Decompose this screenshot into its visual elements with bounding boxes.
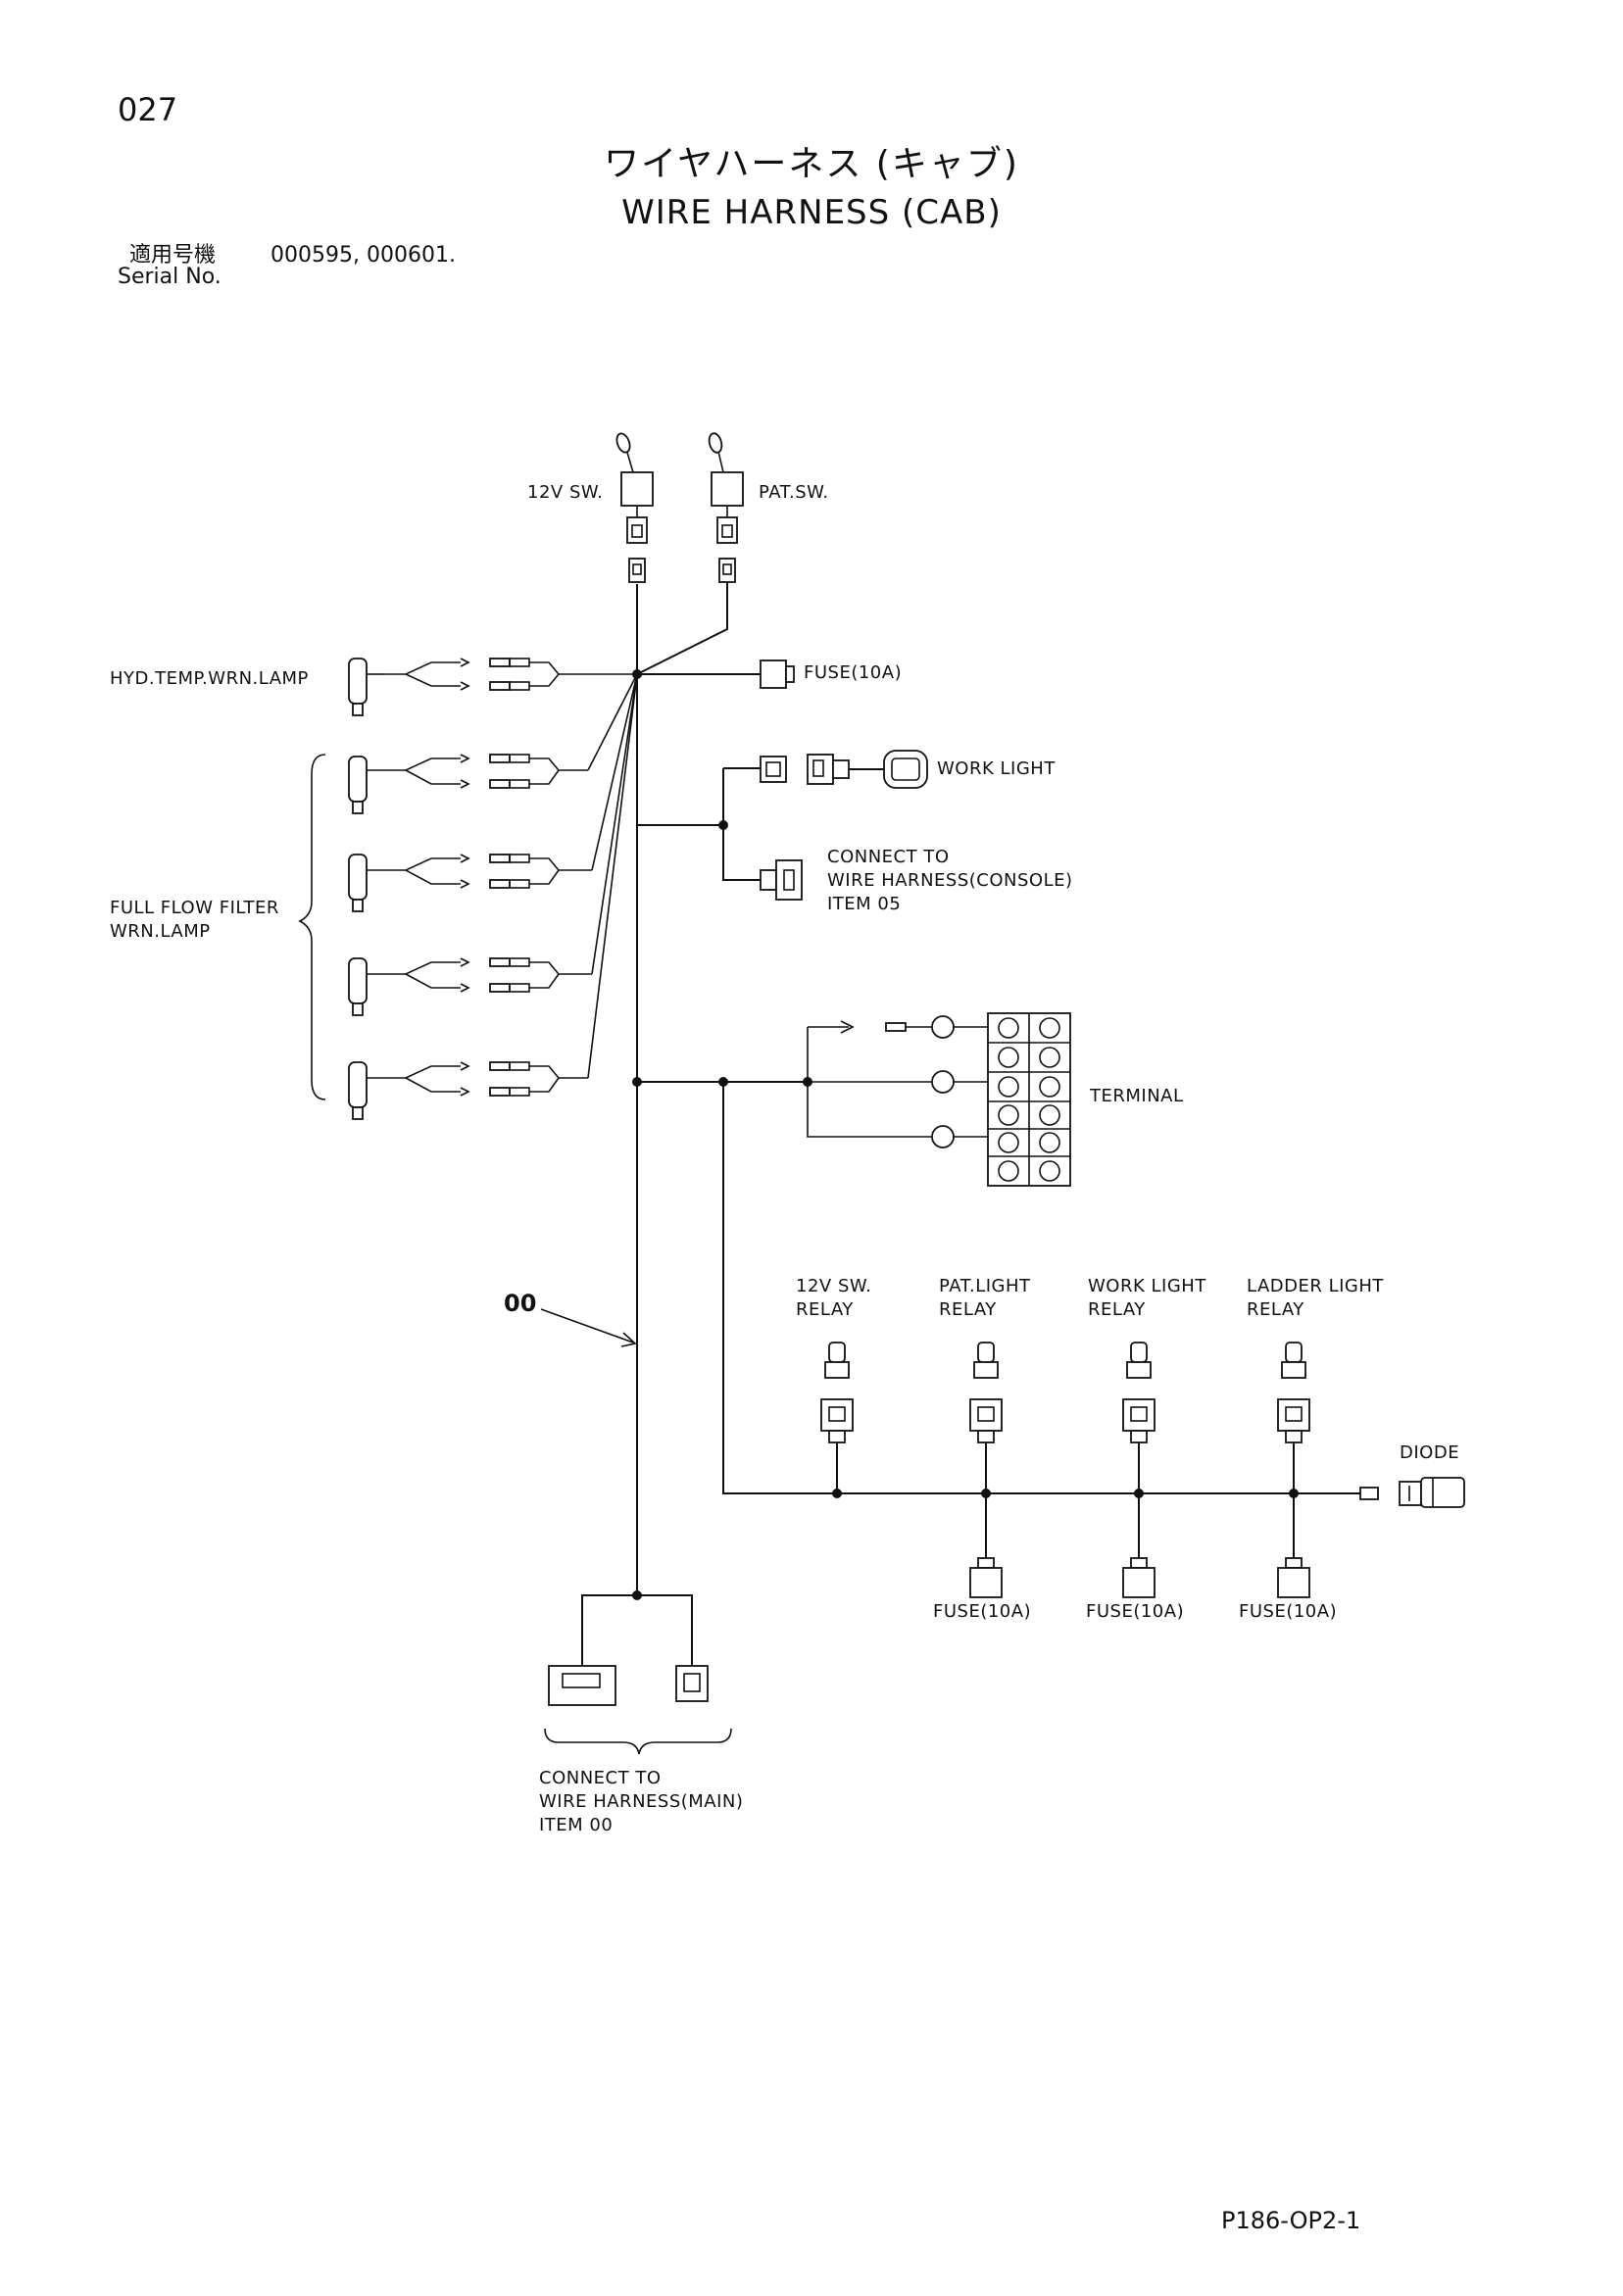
label-fuse-c: FUSE(10A)	[1239, 1601, 1338, 1622]
label-pat-switch: PAT.SW.	[759, 482, 829, 503]
label-console-3: ITEM 05	[827, 894, 902, 914]
label-relay-12v-2: RELAY	[796, 1299, 854, 1320]
main-trunk	[632, 584, 642, 1600]
page-number: 027	[118, 91, 178, 128]
main-connector-icon	[544, 1594, 732, 1755]
page-code: P186-OP2-1	[1221, 2207, 1361, 2234]
serial-label-jp: 適用号機	[129, 243, 217, 268]
label-relay-ladder-2: RELAY	[1247, 1299, 1304, 1320]
label-relay-pat-1: PAT.LIGHT	[939, 1276, 1031, 1296]
label-relay-work-1: WORK LIGHT	[1088, 1276, 1206, 1296]
console-connector-icon	[760, 859, 803, 901]
label-console-2: WIRE HARNESS(CONSOLE)	[827, 870, 1073, 891]
relay-work-light-icon	[1122, 1342, 1156, 1558]
label-main-2: WIRE HARNESS(MAIN)	[539, 1791, 744, 1812]
lamp-connectors	[348, 658, 638, 1120]
work-light-icon	[637, 750, 928, 881]
title-japanese: ワイヤハーネス (キャブ)	[604, 144, 1019, 184]
switch-12v-icon	[615, 432, 654, 583]
relay-12v-icon	[820, 1342, 854, 1493]
label-filter-2: WRN.LAMP	[110, 921, 211, 942]
label-relay-12v-1: 12V SW.	[796, 1276, 872, 1296]
relay-ladder-light-icon	[1277, 1342, 1310, 1558]
label-console-1: CONNECT TO	[827, 847, 950, 867]
terminal-block-icon	[637, 1012, 1071, 1187]
label-fuse-top: FUSE(10A)	[804, 662, 903, 683]
label-relay-pat-2: RELAY	[939, 1299, 997, 1320]
serial-numbers: 000595, 000601.	[270, 243, 456, 268]
label-main-1: CONNECT TO	[539, 1768, 662, 1788]
label-fuse-a: FUSE(10A)	[933, 1601, 1032, 1622]
fuse-bottom-icons	[969, 1557, 1310, 1598]
label-work-light: WORK LIGHT	[937, 758, 1056, 779]
serial-label-en: Serial No.	[118, 265, 221, 289]
diode-icon	[1359, 1477, 1465, 1508]
filter-brace	[298, 754, 326, 1100]
fuse-top-icon	[637, 659, 795, 689]
switch-pat-icon	[636, 432, 744, 675]
label-filter-1: FULL FLOW FILTER	[110, 898, 279, 918]
label-fuse-b: FUSE(10A)	[1086, 1601, 1185, 1622]
label-relay-work-2: RELAY	[1088, 1299, 1146, 1320]
relay-pat-light-icon	[969, 1342, 1003, 1558]
page-title: WIRE HARNESS (CAB)	[621, 193, 1002, 232]
relay-bus	[722, 1082, 1360, 1498]
label-main-3: ITEM 00	[539, 1815, 614, 1835]
label-hyd-temp-lamp: HYD.TEMP.WRN.LAMP	[110, 668, 309, 689]
label-relay-ladder-1: LADDER LIGHT	[1247, 1276, 1384, 1296]
label-12v-switch: 12V SW.	[527, 482, 604, 503]
item-pointer	[540, 1308, 637, 1347]
label-diode: DIODE	[1400, 1442, 1460, 1463]
label-terminal: TERMINAL	[1090, 1086, 1184, 1106]
label-item-00: 00	[504, 1290, 537, 1317]
